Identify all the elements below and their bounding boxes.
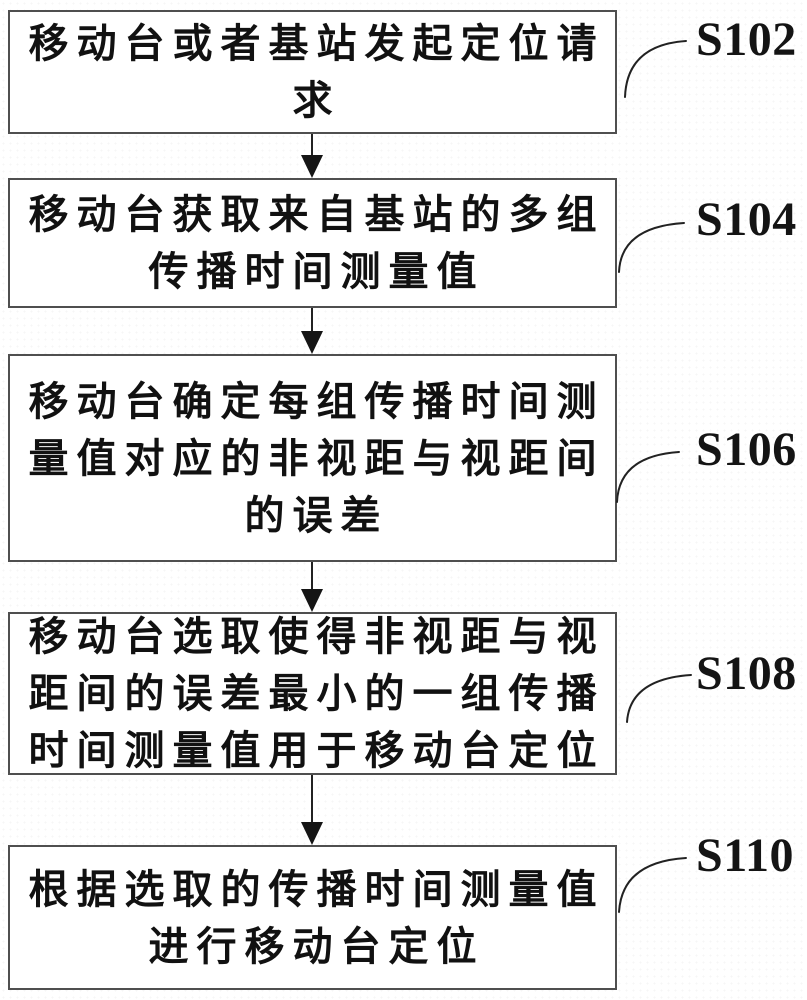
step-text-line: 传播时间测量值: [148, 249, 485, 294]
step-text-line: 移动台或者基站发起定位请: [28, 21, 605, 66]
step-text-line: 移动台获取来自基站的多组: [28, 192, 605, 237]
flow-arrow-head: [301, 589, 323, 612]
step-text-line: 的误差: [244, 492, 389, 538]
flow-arrow-shaft: [311, 562, 313, 591]
leader-line-s104: [618, 222, 685, 273]
step-label-s102: S102: [696, 13, 797, 66]
leader-line-s110: [618, 857, 687, 913]
flow-step-box-s104: 移动台获取来自基站的多组 传播时间测量值: [8, 178, 617, 308]
step-label-s108: S108: [696, 647, 797, 700]
flow-arrow-head: [301, 155, 323, 178]
step-text-line: 求: [292, 78, 341, 123]
flow-step-box-s106: 移动台确定每组传播时间测 量值对应的非视距与视距间 的误差: [8, 354, 617, 562]
leader-line-s102: [624, 40, 687, 98]
flow-step-box-s108: 移动台选取使得非视距与视 距间的误差最小的一组传播 时间测量值用于移动台定位: [8, 612, 617, 775]
step-label-s104: S104: [696, 193, 797, 246]
step-text-line: 时间测量值用于移动台定位: [28, 728, 605, 773]
flow-arrow-shaft: [311, 134, 313, 157]
flow-arrow-shaft: [311, 775, 313, 824]
step-text-line: 量值对应的非视距与视距间: [28, 435, 605, 481]
step-label-s106: S106: [696, 423, 797, 476]
step-text-line: 移动台选取使得非视距与视: [28, 614, 605, 659]
step-text-line: 距间的误差最小的一组传播: [28, 671, 605, 716]
step-text-line: 根据选取的传播时间测量值: [28, 866, 605, 912]
step-label-s110: S110: [696, 829, 795, 882]
leader-line-s108: [626, 674, 692, 723]
flow-arrow-head: [301, 822, 323, 845]
leader-line-s106: [616, 451, 680, 503]
flow-arrow-head: [301, 331, 323, 354]
step-text-line: 移动台确定每组传播时间测: [28, 378, 605, 424]
flow-step-box-s110: 根据选取的传播时间测量值 进行移动台定位: [8, 845, 617, 990]
flow-arrow-shaft: [311, 308, 313, 333]
flow-step-box-s102: 移动台或者基站发起定位请 求: [8, 10, 617, 134]
step-text-line: 进行移动台定位: [148, 923, 485, 969]
